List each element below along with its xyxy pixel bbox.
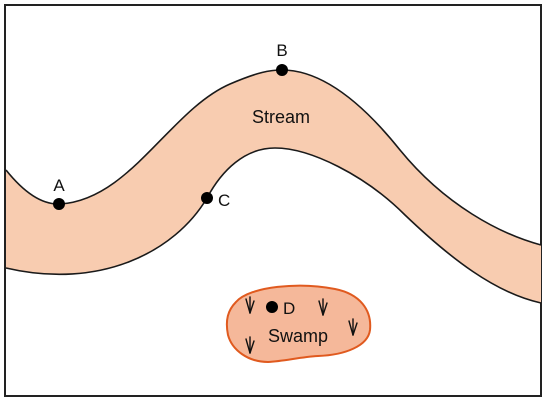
- swamp-body: [225, 284, 372, 364]
- marsh-grass-icon: [245, 336, 255, 354]
- point-d-label: D: [283, 299, 295, 318]
- stream-body: [6, 70, 541, 303]
- swamp-label: Swamp: [268, 326, 328, 346]
- point-c-marker: [201, 192, 213, 204]
- point-d-marker: [266, 301, 278, 313]
- point-a-label: A: [53, 176, 65, 195]
- marsh-grass-icon: [245, 296, 255, 314]
- stream-south-bank: [5, 147, 542, 304]
- point-b-label: B: [276, 41, 287, 60]
- point-a-marker: [53, 198, 65, 210]
- point-c-label: C: [218, 191, 230, 210]
- point-b-marker: [276, 64, 288, 76]
- marsh-grass-icon: [318, 298, 328, 316]
- marsh-grass-icon: [348, 318, 358, 336]
- stream-label: Stream: [252, 107, 310, 127]
